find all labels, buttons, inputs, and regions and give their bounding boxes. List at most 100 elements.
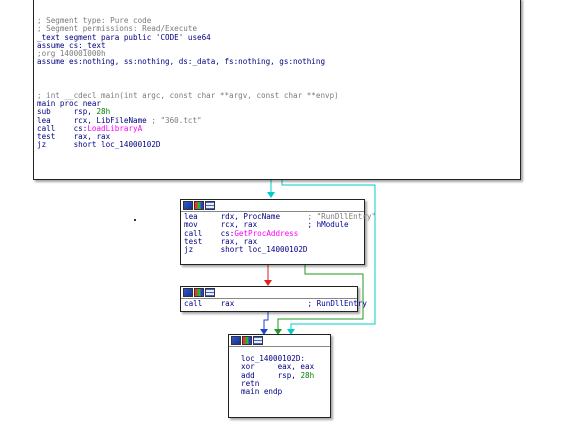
code-header-line: ; int __cdecl main(int argc, const char …	[37, 90, 339, 100]
instruction-line: call rax ; RunDllEntry	[184, 299, 367, 308]
mnemonic: main endp	[241, 387, 283, 397]
text-view-icon[interactable]	[205, 288, 215, 297]
operand: rax, rax	[73, 132, 111, 142]
code-line: ;org 140001000h	[37, 50, 517, 58]
code-label: loc_14000102D:	[241, 354, 306, 363]
graph-overview-icon[interactable]	[231, 336, 241, 345]
instruction-line: xor eax, eax	[241, 363, 327, 371]
code-line: main proc near	[37, 98, 517, 108]
instruction-line: call cs:GetProcAddress	[184, 228, 361, 238]
edge-getproc-to-call-arrow	[264, 280, 272, 286]
code-block-main[interactable]: ; Segment type: Pure code; Segment permi…	[33, 0, 521, 180]
edge-call-to-end-arrow	[260, 329, 268, 335]
comment: ; "RunDllEntry"	[307, 212, 377, 221]
operand: short loc_14000102D	[220, 245, 308, 255]
spacer	[234, 299, 307, 308]
code-line: ; Segment permissions: Read/Execute	[37, 25, 517, 33]
instruction-line: test rax, rax	[37, 133, 517, 141]
operand: rcx, rax	[220, 220, 258, 230]
mnemonic: retn	[241, 378, 260, 388]
color-icon[interactable]	[242, 336, 252, 345]
code-block-main-text: ; Segment type: Pure code; Segment permi…	[34, 0, 520, 151]
instruction-line: add rsp, 28h	[241, 370, 327, 380]
code-header-line: assume es:nothing, ss:nothing, ds:_data,…	[37, 57, 326, 67]
operand: 28h	[96, 107, 111, 117]
comment: ; hModule	[307, 220, 349, 230]
code-line: ; Segment type: Pure code	[37, 16, 517, 25]
edge-main-to-getproc-arrow	[267, 192, 275, 198]
text-view-icon[interactable]	[253, 336, 263, 345]
mnemonic: call	[184, 228, 203, 238]
operand: short loc_14000102D	[73, 140, 161, 150]
node-header	[181, 200, 364, 212]
mnemonic: jz	[37, 140, 47, 150]
mnemonic: lea	[184, 212, 198, 221]
operand: rdx, ProcName	[220, 212, 281, 221]
instruction-line: main endp	[241, 388, 327, 396]
code-line: assume cs:_text	[37, 40, 517, 50]
instruction-line: jz short loc_14000102D	[37, 141, 517, 149]
code-line	[37, 67, 517, 75]
operand: rax, rax	[220, 236, 258, 246]
label-line: loc_14000102D:	[241, 354, 327, 363]
mnemonic: lea	[37, 115, 51, 125]
operand: cs:	[220, 228, 235, 238]
stray-dot	[134, 219, 136, 221]
mnemonic: sub	[37, 107, 51, 117]
instruction-line: retn	[241, 378, 327, 388]
instruction-line: mov rcx, rax ; hModule	[184, 221, 361, 229]
spacer	[46, 140, 73, 149]
graph-overview-icon[interactable]	[183, 201, 193, 210]
operand: rsp,	[277, 370, 301, 380]
mnemonic: xor	[241, 362, 255, 372]
comment: ; RunDllEntry	[307, 299, 367, 308]
edge-main-to-end-arrow	[287, 329, 295, 335]
mnemonic: jz	[184, 245, 194, 255]
mnemonic: call	[184, 299, 203, 308]
code-line	[37, 75, 517, 83]
edge-call-to-end	[263, 311, 269, 333]
mnemonic: add	[241, 370, 255, 380]
spacer	[193, 245, 220, 254]
instruction-line: test rax, rax	[184, 236, 361, 246]
instruction-line: sub rsp, 28h	[37, 108, 517, 116]
code-line: assume es:nothing, ss:nothing, ds:_data,…	[37, 58, 517, 66]
operand: rax	[220, 299, 235, 308]
operand: rsp,	[73, 107, 97, 117]
operand: eax, eax	[277, 362, 315, 372]
text-view-icon[interactable]	[205, 201, 215, 210]
operand: cs:	[73, 123, 88, 133]
edge-main-to-end	[281, 180, 376, 333]
instruction-line: lea rdx, ProcName ; "RunDllEntry"	[184, 212, 376, 221]
code-block-getproc-text: lea rdx, ProcName ; "RunDllEntry"mov rcx…	[181, 212, 376, 255]
operand: LoadLibraryA	[87, 123, 143, 133]
code-header-line: ;org 140001000h	[37, 49, 106, 59]
code-block-call-rax[interactable]: call rax ; RunDllEntry	[180, 286, 367, 312]
operand: GetProcAddress	[234, 228, 299, 238]
node-header	[181, 287, 357, 299]
code-line: ; int __cdecl main(int argc, const char …	[37, 90, 517, 100]
edge-getproc-to-end	[277, 264, 364, 333]
code-block-call-text: call rax ; RunDllEntry	[181, 299, 367, 309]
operand: rcx, LibFileName	[73, 115, 147, 125]
code-header-line: _text segment para public 'CODE' use64	[37, 32, 211, 42]
operand: 28h	[300, 370, 315, 380]
mnemonic: test	[37, 132, 56, 142]
comment: ; "360.tct"	[151, 115, 202, 125]
instruction-line: call cs:LoadLibraryA	[37, 123, 517, 133]
spacer	[202, 299, 220, 308]
node-header	[229, 335, 330, 347]
color-icon[interactable]	[194, 288, 204, 297]
code-line: _text segment para public 'CODE' use64	[37, 32, 517, 42]
code-header-line: assume cs:_text	[37, 40, 106, 50]
mnemonic: mov	[184, 220, 198, 230]
edge-getproc-to-end-arrow	[274, 329, 282, 335]
code-header-line: ; Segment permissions: Read/Execute	[37, 24, 198, 34]
graph-overview-icon[interactable]	[183, 288, 193, 297]
color-icon[interactable]	[194, 201, 204, 210]
code-header-line: main proc near	[37, 98, 102, 108]
code-block-getproc[interactable]: lea rdx, ProcName ; "RunDllEntry"mov rcx…	[180, 199, 376, 265]
